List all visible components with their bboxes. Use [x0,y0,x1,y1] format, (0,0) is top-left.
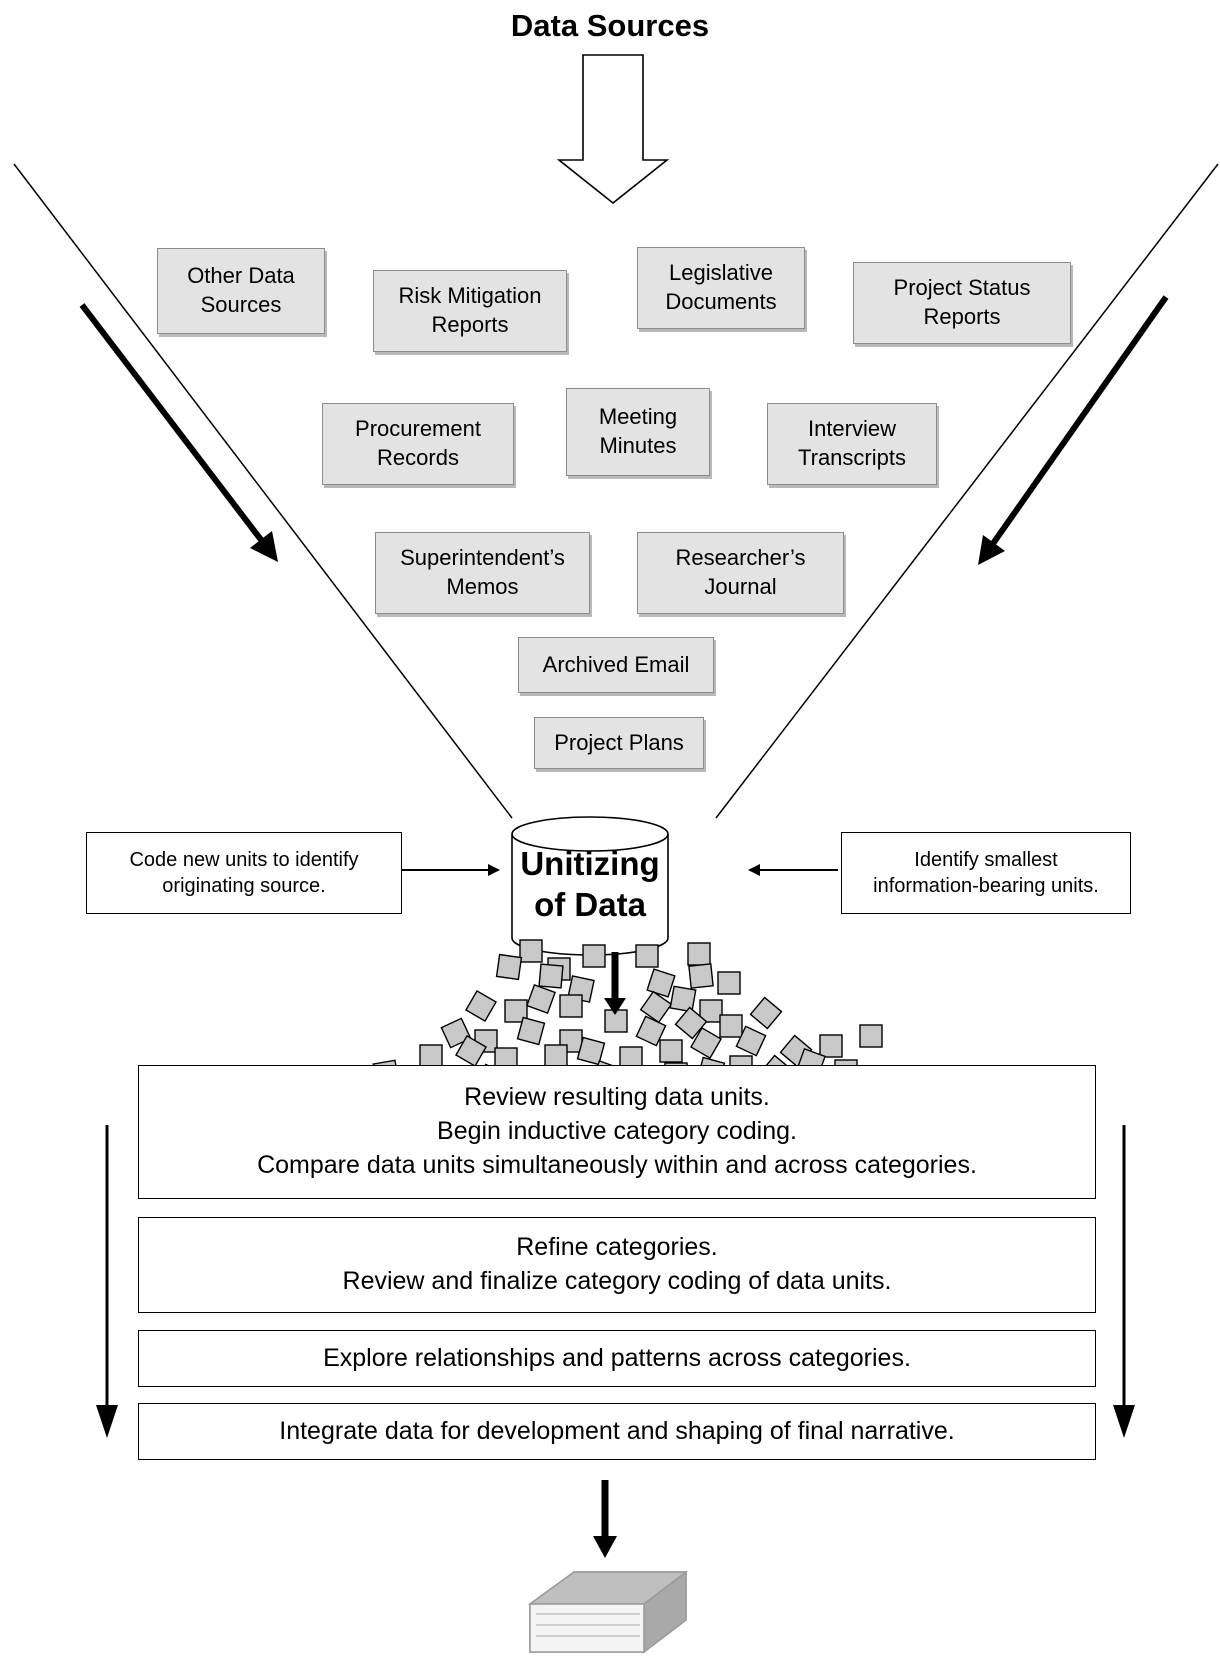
data-unit-square [495,953,523,981]
data-unit-square [659,1039,683,1063]
data-unit-square [674,1006,708,1040]
data-unit-square [819,1034,843,1058]
source-meeting-minutes: Meeting Minutes [566,388,710,476]
data-unit-square [859,1024,883,1048]
funnel-right-line [715,163,1219,819]
data-unit-square [519,939,543,963]
source-interview-transcripts: Interview Transcripts [767,403,937,485]
data-unit-square [538,963,564,989]
data-unit-square [719,1014,743,1038]
data-unit-square [717,971,741,995]
data-unit-square [582,944,606,968]
step-integrate-data: Integrate data for development and shapi… [138,1403,1096,1460]
process-right-arrowhead [1113,1405,1135,1438]
output-arrowhead [593,1536,617,1558]
funnel-left-arrowhead [250,531,278,562]
data-unit-square [559,994,583,1018]
data-unit-square [735,1025,767,1057]
data-unit-square [526,984,556,1014]
data-unit-square [419,1044,443,1068]
data-sources-hollow-arrow [556,54,670,205]
data-unit-square [646,968,676,998]
data-unit-square [516,1016,546,1046]
unitizing-label: Unitizing of Data [520,845,660,924]
source-procurement-records: Procurement Records [322,403,514,485]
step-explore-relationships: Explore relationships and patterns acros… [138,1330,1096,1387]
funnel-left-line [13,163,513,819]
data-unit-square [688,963,714,989]
step-review-data-units: Review resulting data units. Begin induc… [138,1065,1096,1199]
data-unit-square [440,1017,472,1049]
right-note-arrowhead [748,864,760,876]
data-unit-square [465,990,497,1022]
source-project-plans: Project Plans [534,717,704,769]
data-unit-square [576,1036,606,1066]
process-left-arrowhead [96,1405,118,1438]
step-refine-categories: Refine categories. Review and finalize c… [138,1217,1096,1313]
funnel-right-arrowhead [978,535,1005,565]
source-risk-mitigation-reports: Risk Mitigation Reports [373,270,567,352]
book-icon [527,1570,689,1654]
source-archived-email: Archived Email [518,637,714,693]
diagram-title: Data Sources [510,8,710,43]
data-unit-square [544,1044,568,1068]
data-unit-square [669,985,697,1013]
funnel-left-arrow [79,303,268,547]
data-unit-square [635,1015,667,1047]
left-note-arrowhead [488,864,500,876]
source-project-status-reports: Project Status Reports [853,262,1071,344]
data-unit-square [749,996,783,1030]
cylinder-down-arrowhead [604,998,626,1015]
source-researchers-journal: Researcher’s Journal [637,532,844,614]
data-unit-square [687,942,711,966]
data-unit-square [635,944,659,968]
data-unit-square [455,1035,487,1067]
unitizing-cylinder [511,816,669,956]
left-note-box: Code new units to identify originating s… [86,832,402,914]
data-unit-square [504,999,528,1023]
data-unit-square [639,990,673,1024]
source-superintendents-memos: Superintendent’s Memos [375,532,590,614]
data-unit-square [699,999,723,1023]
data-unit-square [690,1027,722,1059]
source-legislative-documents: Legislative Documents [637,247,805,329]
right-note-box: Identify smallest information-bearing un… [841,832,1131,914]
source-other-data-sources: Other Data Sources [157,248,325,334]
funnel-right-arrow [989,295,1169,547]
